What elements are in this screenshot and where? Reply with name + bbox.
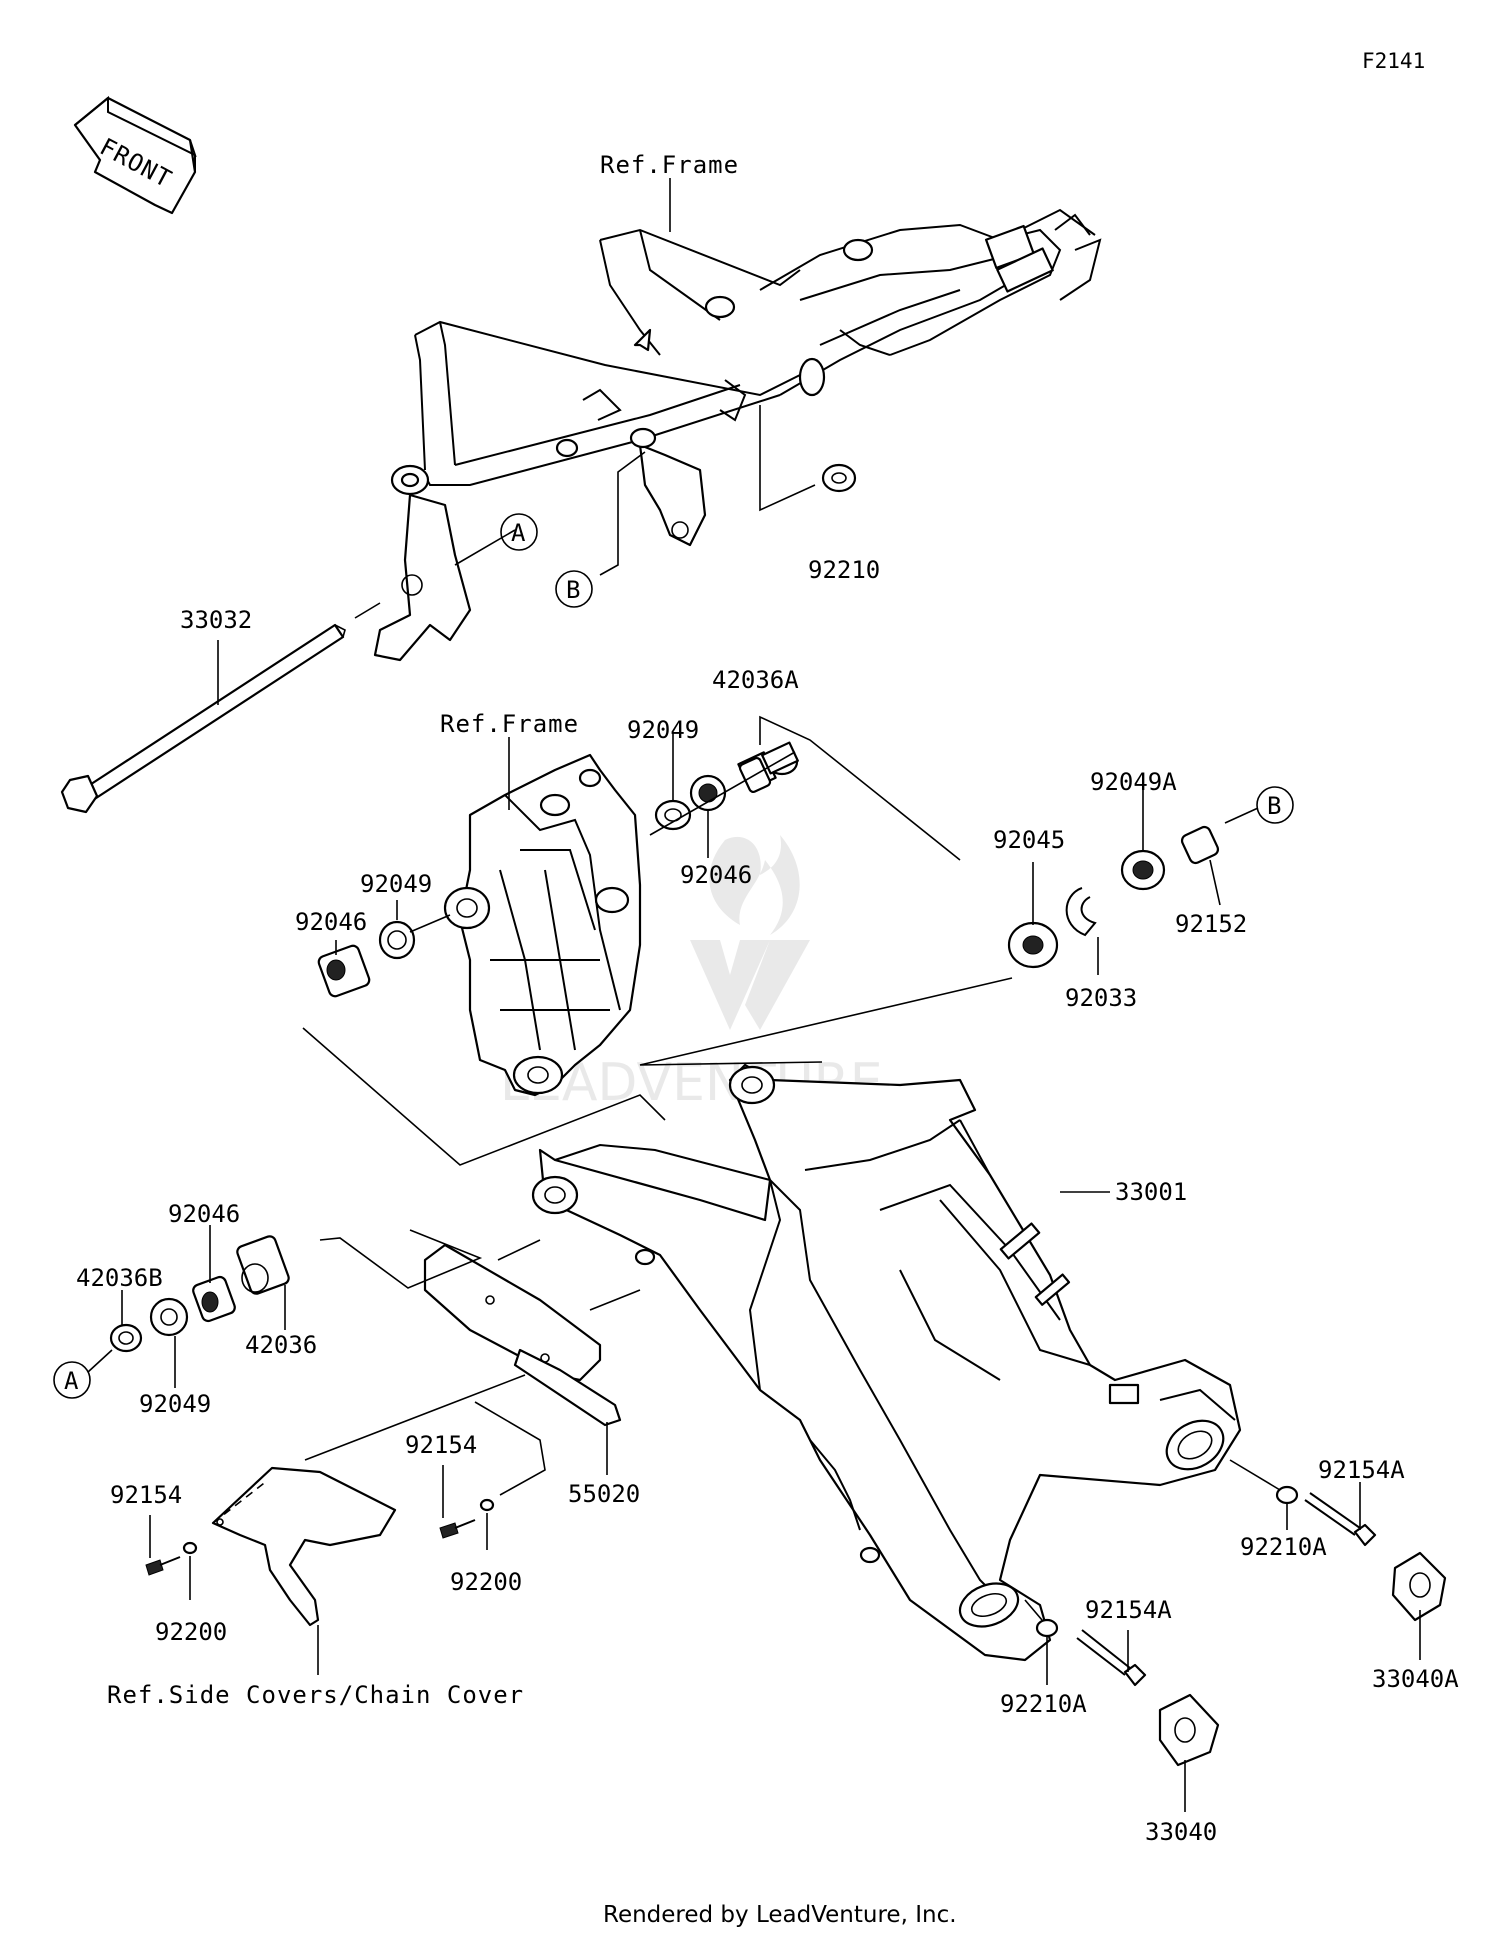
part-label-55020: 55020 — [568, 1480, 640, 1508]
leader-92152 — [1209, 859, 1221, 906]
leader-axis-right — [1229, 1459, 1281, 1491]
bearing-group-right — [1007, 825, 1220, 969]
callout-A-lower: A — [64, 1367, 79, 1395]
part-label-92152: 92152 — [1175, 910, 1247, 938]
part-label-33040A: 33040A — [1372, 1665, 1459, 1693]
leader-A-lower — [87, 1349, 113, 1373]
leader-box-lower — [319, 1229, 483, 1289]
ref-frame-top: Ref.Frame — [600, 151, 739, 179]
callout-A-upper: A — [511, 519, 526, 547]
bushing-group-left — [317, 920, 416, 998]
part-33032-drawing — [60, 623, 346, 814]
leader-box-bolts-mid — [474, 1401, 546, 1496]
part-55020-drawing — [423, 1243, 622, 1427]
leader-chain-cover — [304, 1374, 526, 1461]
part-label-92210A-low: 92210A — [1000, 1690, 1087, 1718]
adjuster-group-low — [1035, 1618, 1220, 1767]
credit-text: Rendered by LeadVenture, Inc. — [603, 1902, 957, 1928]
part-label-92033: 92033 — [1065, 984, 1137, 1012]
bolt-washer-group-mid — [439, 1498, 495, 1539]
part-label-92049-low: 92049 — [139, 1390, 211, 1418]
leader-42036A — [759, 715, 961, 861]
leader-B-upper — [599, 451, 646, 576]
leader-B-right — [1224, 807, 1259, 824]
callout-circle-B-right — [1256, 786, 1294, 824]
part-label-92200-left: 92200 — [155, 1618, 227, 1646]
frame-bracket-drawing — [443, 753, 642, 1097]
callout-B-upper: B — [566, 576, 580, 604]
part-label-92200-mid: 92200 — [450, 1568, 522, 1596]
part-label-92046-low: 92046 — [168, 1200, 240, 1228]
part-label-92049-left: 92049 — [360, 870, 432, 898]
part-92210-drawing — [821, 463, 857, 493]
part-label-92046-left: 92046 — [295, 908, 367, 936]
leader-A-upper — [454, 529, 516, 566]
front-arrow-icon: FRONT — [73, 95, 197, 215]
leader-33032-axis — [354, 602, 381, 619]
leader-axis-swingarm-slider — [589, 1289, 641, 1311]
part-label-92154A-low: 92154A — [1085, 1596, 1172, 1624]
leader-box-mid-left — [302, 1027, 666, 1166]
callout-circle-B-upper — [555, 570, 593, 608]
part-label-92046-top: 92046 — [680, 861, 752, 889]
chain-cover-drawing — [211, 1466, 397, 1627]
swingarm-drawing — [531, 1063, 1242, 1662]
part-label-33001: 33001 — [1115, 1178, 1187, 1206]
callout-B-right: B — [1267, 792, 1281, 820]
main-frame-drawing — [373, 208, 1102, 662]
part-label-92049A: 92049A — [1090, 768, 1177, 796]
part-label-33040: 33040 — [1145, 1818, 1217, 1846]
leader-axis-upper-bushings — [649, 751, 796, 836]
adjuster-group-right — [1275, 1485, 1447, 1622]
part-label-92154A-right: 92154A — [1318, 1456, 1405, 1484]
part-label-42036A: 42036A — [712, 666, 799, 694]
leader-box-right — [639, 977, 1013, 1066]
leader-axis-swingarm-left — [497, 1239, 541, 1261]
part-label-42036B: 42036B — [76, 1264, 163, 1292]
bolt-washer-group-left — [145, 1541, 198, 1576]
part-label-92154-left: 92154 — [110, 1481, 182, 1509]
bushing-group-upper — [654, 741, 799, 831]
part-label-92049-top: 92049 — [627, 716, 699, 744]
callout-circle-A-upper — [500, 513, 538, 551]
leader-axis-left-bushings — [409, 914, 451, 933]
part-label-42036: 42036 — [245, 1331, 317, 1359]
part-label-92045: 92045 — [993, 826, 1065, 854]
bushing-group-lower — [109, 1235, 290, 1353]
ref-frame-mid: Ref.Frame — [440, 710, 579, 738]
callout-circle-A-lower — [53, 1361, 91, 1399]
part-label-33032: 33032 — [180, 606, 252, 634]
leader-92210 — [759, 405, 816, 512]
ref-side-covers: Ref.Side Covers/Chain Cover — [107, 1681, 524, 1709]
part-label-92210: 92210 — [808, 556, 880, 584]
part-label-92154-mid: 92154 — [405, 1431, 477, 1459]
figure-code: F2141 — [1362, 49, 1425, 73]
part-label-92210A-right: 92210A — [1240, 1533, 1327, 1561]
leader-axis-low — [1024, 1599, 1043, 1621]
